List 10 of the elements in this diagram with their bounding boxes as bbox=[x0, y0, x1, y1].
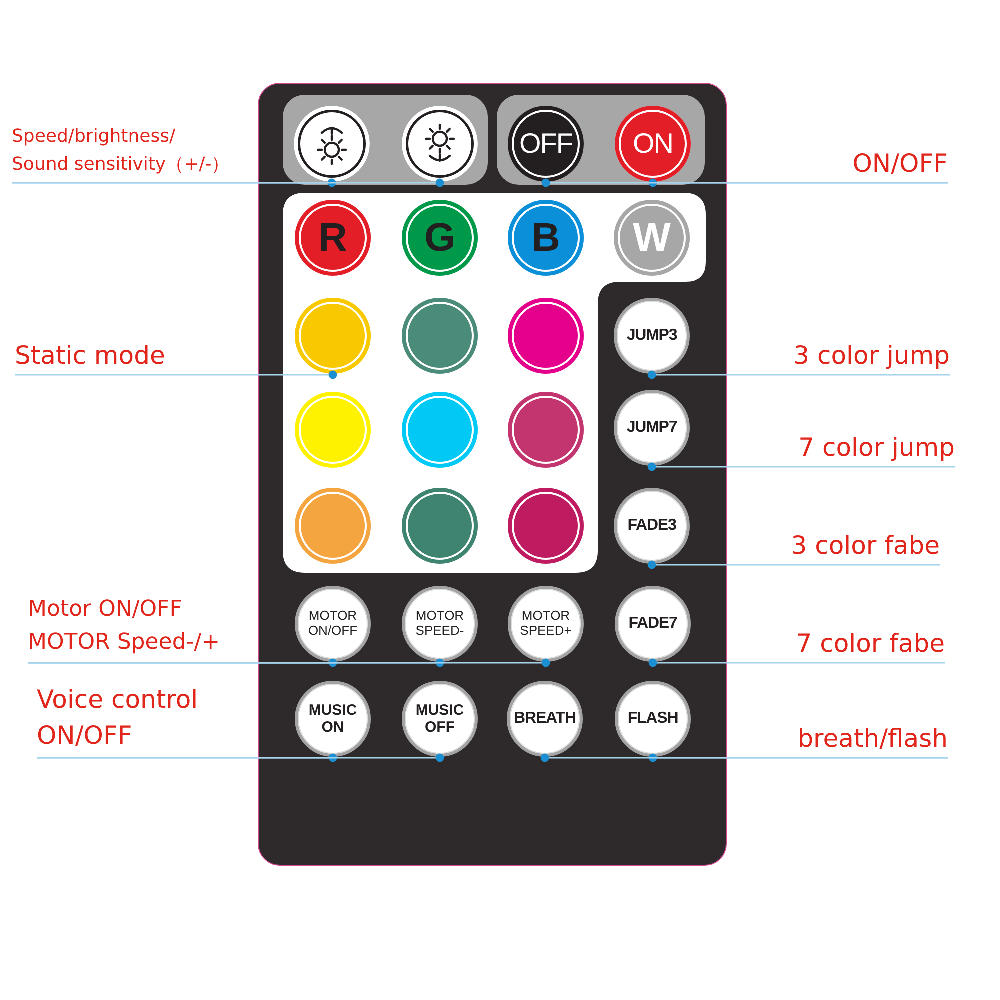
callout-label: 7 color fabe bbox=[796, 629, 945, 659]
callout-label: Static mode bbox=[15, 341, 190, 371]
callout-label: Voice control ON/OFF bbox=[37, 682, 215, 754]
callout-label: Speed/brightness/ Sound sensitivity（+/-） bbox=[12, 123, 233, 179]
callout-label: Motor ON/OFF MOTOR Speed-/+ bbox=[28, 593, 233, 659]
callout-label: 3 color fabe bbox=[791, 531, 940, 561]
callout-label: 7 color jump bbox=[798, 433, 955, 463]
callout-label: 3 color jump bbox=[794, 341, 950, 371]
callout-label: breath/flash bbox=[798, 724, 948, 754]
callout-label: ON/OFF bbox=[852, 149, 948, 179]
